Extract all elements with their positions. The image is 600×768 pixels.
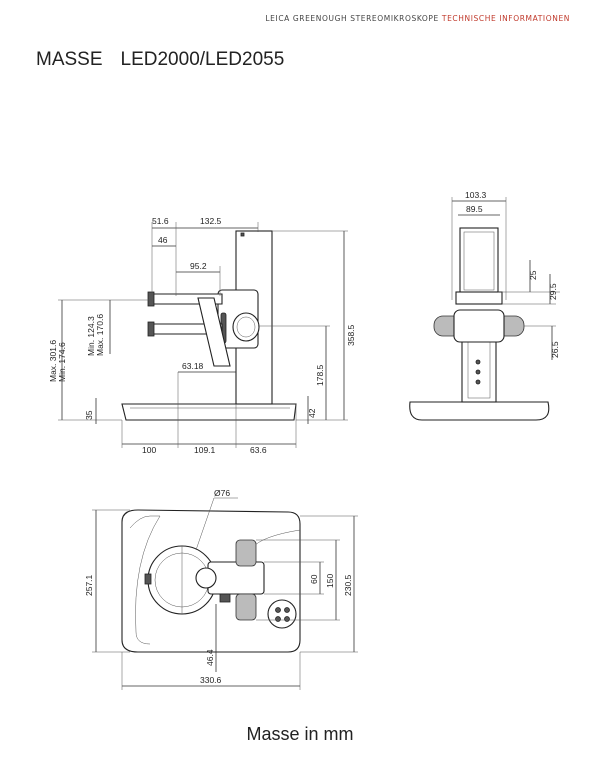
top-knob-lower	[235, 593, 257, 621]
dim-63-6: 63.6	[250, 445, 267, 455]
top-view: Ø76 257.1 60 150 230.5 46.4 330.6	[84, 488, 358, 690]
dim-95-2: 95.2	[190, 261, 207, 271]
title-prefix: MASSE	[36, 49, 103, 70]
front-drive-housing	[453, 309, 505, 343]
front-base	[409, 401, 550, 421]
top-button-4	[284, 616, 290, 622]
side-arm	[197, 297, 231, 367]
dim-358-5: 358.5	[346, 324, 356, 346]
dim-35: 35	[84, 410, 94, 420]
title-models: LED2000/LED2055	[120, 49, 285, 70]
units-caption: Masse in mm	[246, 724, 354, 744]
dim-63-18: 63.18	[182, 361, 204, 371]
page-title: MASSE LED2000/LED2055	[36, 49, 284, 71]
side-view: 51.6 132.5 46 95.2 63.18 100 109.1 63.6 …	[48, 216, 356, 455]
side-holder-end-upper	[147, 291, 155, 307]
dim-60: 60	[309, 574, 319, 584]
dim-103-3: 103.3	[465, 190, 487, 200]
dim-29-5: 29.5	[548, 283, 558, 300]
leader-line	[195, 497, 215, 551]
dim-178-5: 178.5	[315, 364, 325, 386]
dim-150: 150	[325, 574, 335, 588]
header-section: TECHNISCHE INFORMATIONEN	[441, 14, 570, 23]
top-knob-upper	[235, 539, 257, 567]
dim-diameter-76: Ø76	[214, 488, 230, 498]
top-base-contour	[129, 515, 161, 645]
top-clamp	[219, 593, 231, 603]
dim-25: 25	[528, 270, 538, 280]
dim-min-max-inner-1: Min. 124.3	[86, 316, 96, 356]
side-base-plate	[121, 403, 297, 421]
top-button-pad	[267, 599, 297, 629]
front-knob-2	[475, 369, 481, 375]
front-view: 103.3 89.5 25 29.5 26.5	[409, 190, 560, 421]
front-holder-frame	[459, 227, 499, 295]
front-knob-1	[475, 359, 481, 365]
dim-51-6: 51.6	[152, 216, 169, 226]
top-holder-clip	[144, 573, 152, 585]
dim-max-min-outer-1: Max. 301.6	[48, 340, 58, 382]
top-button-3	[275, 616, 281, 622]
top-button-1	[275, 607, 281, 613]
top-button-2	[284, 607, 290, 613]
top-arm-joint	[195, 567, 217, 589]
dim-46: 46	[158, 235, 168, 245]
front-holder-inner	[463, 231, 495, 291]
dim-257-1: 257.1	[84, 574, 94, 596]
front-holder-ring	[455, 291, 503, 305]
dim-max-min-outer-2: Min. 174.6	[57, 342, 67, 382]
dim-109-1: 109.1	[194, 445, 216, 455]
dim-26-5: 26.5	[550, 341, 560, 358]
front-knob-3	[475, 379, 481, 385]
side-column-cap	[240, 232, 245, 237]
dim-46-4: 46.4	[205, 649, 215, 666]
document-header: LEICA GREENOUGH STEREOMIKROSKOPE TECHNIS…	[265, 14, 570, 23]
dim-min-max-inner-2: Max. 170.6	[95, 314, 105, 356]
dim-230-5: 230.5	[343, 574, 353, 596]
dim-42: 42	[307, 408, 317, 418]
header-series: LEICA GREENOUGH STEREOMIKROSKOPE	[265, 14, 439, 23]
dim-100: 100	[142, 445, 156, 455]
dim-330-6: 330.6	[200, 675, 222, 685]
dim-89-5: 89.5	[466, 204, 483, 214]
dim-132-5: 132.5	[200, 216, 222, 226]
side-focus-knob-inner	[236, 316, 256, 338]
side-holder-end-lower	[147, 321, 155, 337]
